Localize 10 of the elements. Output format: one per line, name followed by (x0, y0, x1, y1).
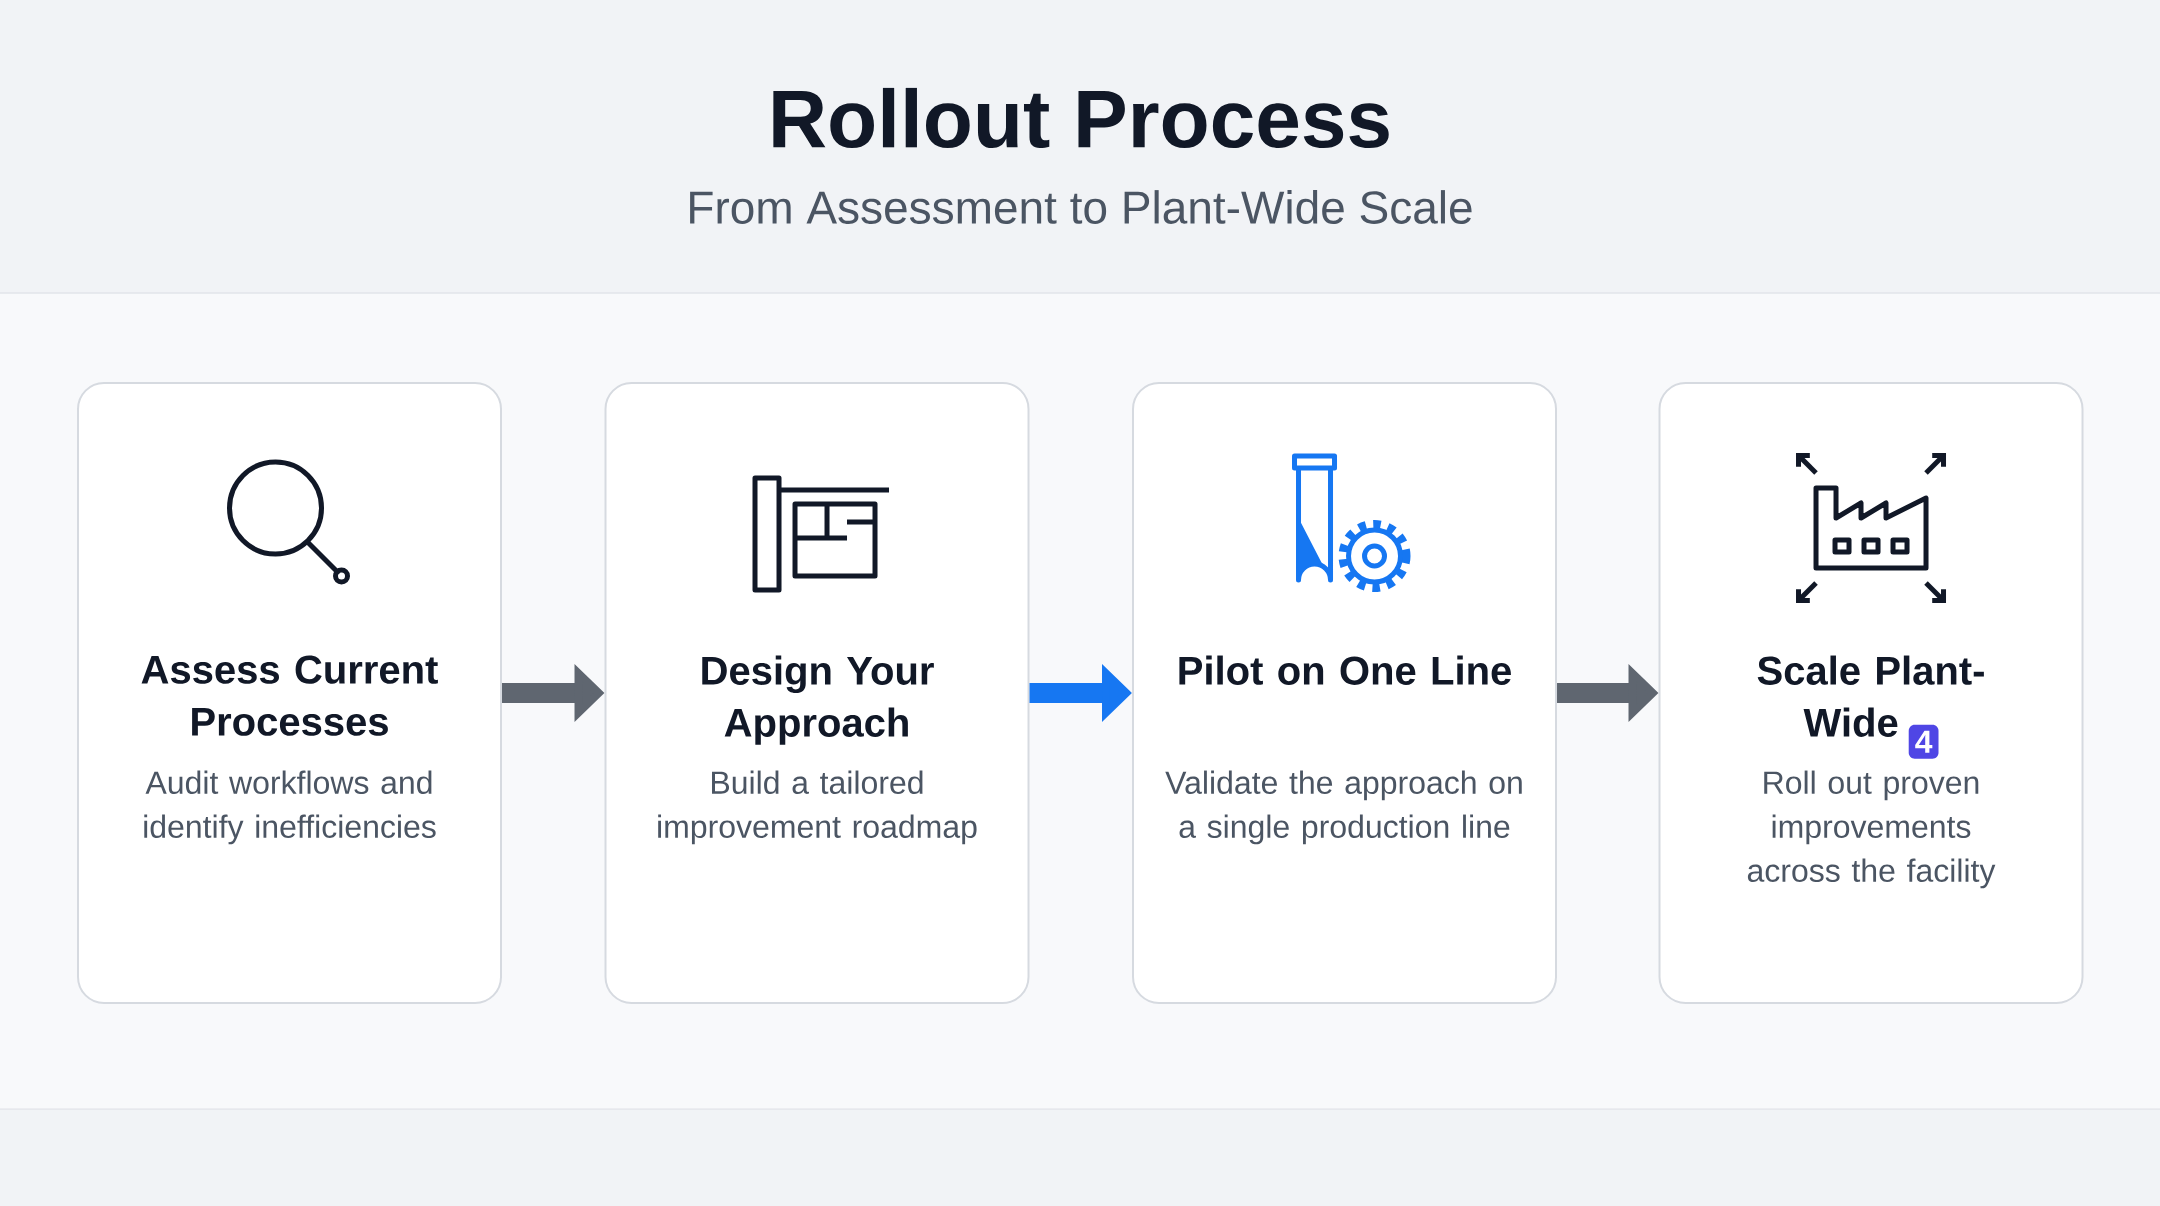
step-description: Build a tailored improvement roadmap (658, 770, 977, 845)
step-description: Audit workflows and identify inefficiencies (144, 770, 436, 845)
step-description: Roll out proven improvements across the facility (1747, 770, 1996, 889)
step-heading: Design Your Approach (702, 655, 934, 745)
step-heading: Scale Plant-Wide 4 (1757, 655, 1984, 759)
title: Rollout Process (773, 87, 1389, 149)
step-description: Validate the approach on a single production line (1165, 770, 1522, 845)
step-heading: Pilot on One Line (1179, 655, 1511, 685)
step-heading: Assess Current Processes (141, 655, 438, 736)
subtitle: From Assessment to Plant-Wide Scale (690, 190, 1472, 224)
